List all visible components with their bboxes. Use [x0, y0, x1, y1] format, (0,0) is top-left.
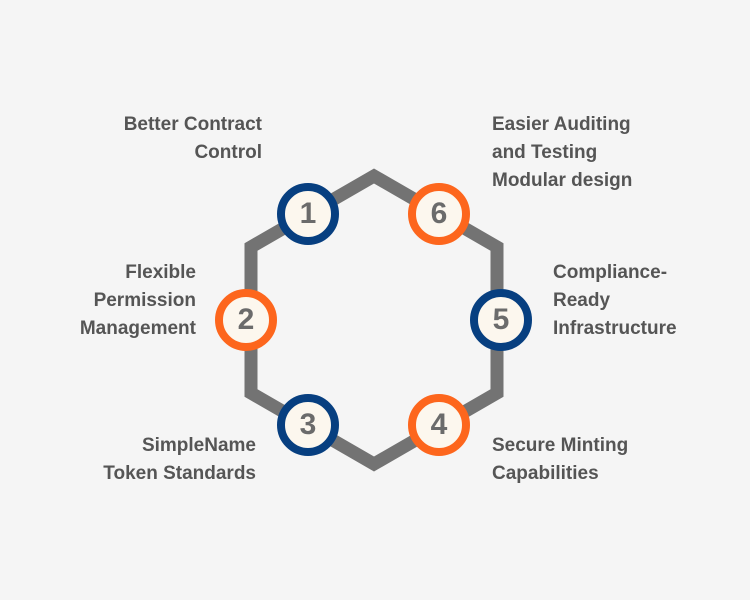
node-3: 3: [277, 394, 339, 456]
label-3-line: Token Standards: [103, 463, 256, 484]
label-2-line: Management: [79, 318, 196, 339]
label-4: Secure Minting Capabilities: [492, 432, 628, 488]
node-1-number: 1: [299, 197, 317, 230]
node-5-number: 5: [492, 303, 510, 336]
label-5: Compliance- Ready Infrastructure: [553, 259, 677, 343]
label-4-line: Secure Minting: [492, 435, 629, 456]
label-1-line: Control: [194, 142, 262, 163]
node-1: 1: [277, 183, 339, 245]
label-6: Easier Auditing and Testing Modular desi…: [492, 111, 632, 195]
label-3: SimpleName Token Standards: [103, 432, 256, 488]
label-6-line: Modular design: [492, 170, 633, 191]
node-6-number: 6: [430, 197, 448, 230]
label-2: Flexible Permission Management: [80, 259, 196, 343]
label-6-line: and Testing: [492, 142, 598, 163]
label-5-line: Compliance-: [553, 262, 668, 283]
node-6: 6: [408, 183, 470, 245]
node-3-number: 3: [299, 408, 317, 441]
node-4-number: 4: [430, 408, 448, 441]
label-1-line: Better Contract: [123, 114, 262, 135]
label-1: Better Contract Control: [124, 111, 262, 167]
node-4: 4: [408, 394, 470, 456]
node-2-number: 2: [237, 303, 255, 336]
node-2: 2: [215, 289, 277, 351]
label-6-line: Easier Auditing: [492, 114, 631, 135]
label-3-line: SimpleName: [141, 435, 256, 456]
label-2-line: Permission: [93, 290, 196, 311]
label-2-line: Flexible: [125, 262, 196, 283]
label-4-line: Capabilities: [492, 463, 599, 484]
label-5-line: Infrastructure: [553, 318, 677, 339]
label-5-line: Ready: [553, 290, 611, 311]
node-5: 5: [470, 289, 532, 351]
